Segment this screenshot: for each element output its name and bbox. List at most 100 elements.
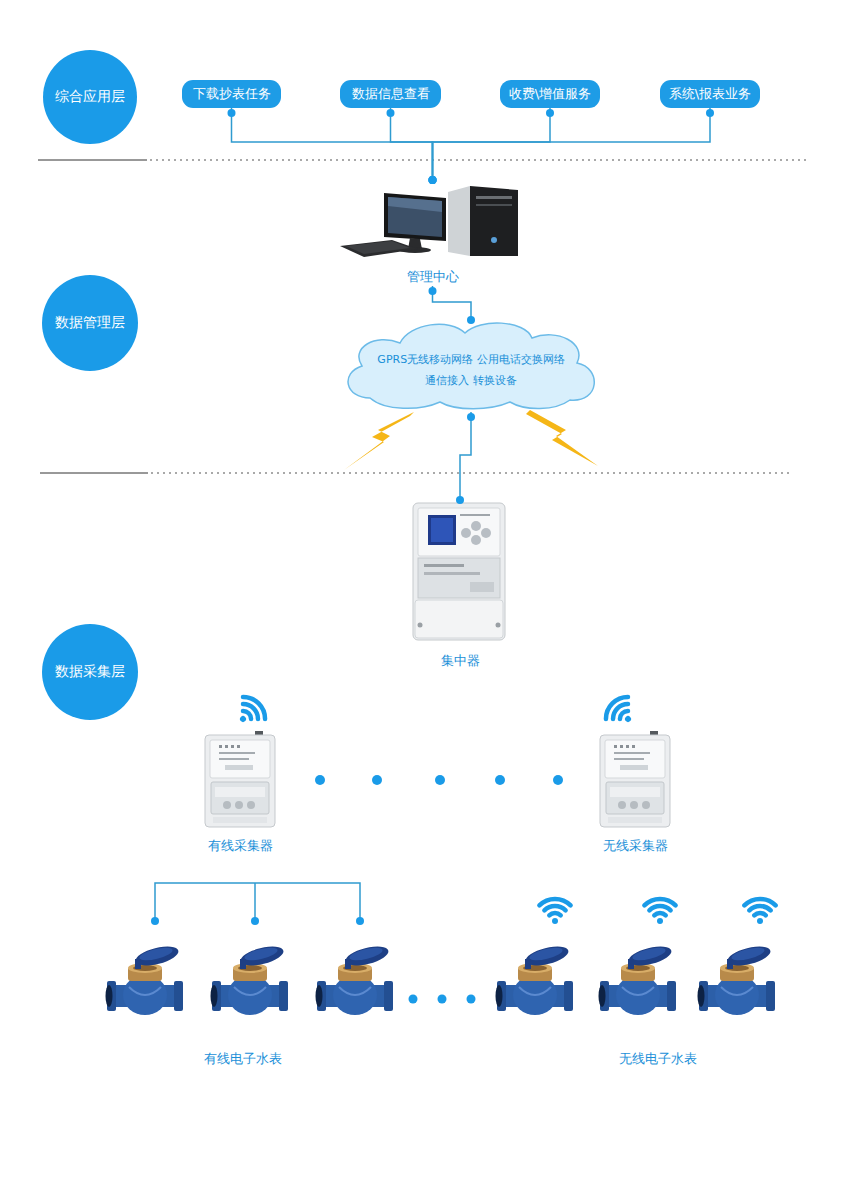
lightning-symbol bbox=[526, 410, 598, 466]
connector bbox=[429, 108, 555, 184]
layer-separator bbox=[151, 472, 790, 473]
function-pill: 收费\增值服务 bbox=[500, 80, 600, 108]
connector-line bbox=[433, 108, 551, 178]
wire-bracket bbox=[155, 883, 360, 920]
wire-bracket bbox=[151, 883, 364, 925]
layer-separator bbox=[38, 160, 147, 161]
network-cloud: GPRS无线移动网络 公用电话交换网络通信接入 转换设备 bbox=[340, 318, 602, 412]
concentrator-illustration bbox=[424, 572, 480, 575]
concentrator-illustration bbox=[418, 558, 500, 598]
collector-node: 有线采集器 bbox=[195, 730, 285, 855]
connector-dot bbox=[387, 109, 395, 117]
connector-dot bbox=[429, 176, 437, 184]
node-text: 数据信息查看 bbox=[352, 85, 430, 103]
cloud-text: GPRS无线移动网络 公用电话交换网络 bbox=[377, 349, 564, 370]
concentrator-illustration bbox=[481, 528, 491, 538]
layer-separator bbox=[38, 160, 810, 473]
concentrator-node: 集中器 bbox=[405, 498, 515, 670]
node-label: 集中器 bbox=[405, 652, 515, 670]
connector-line bbox=[433, 108, 711, 178]
computer-illustration bbox=[388, 197, 442, 212]
connector bbox=[429, 108, 715, 184]
computer-illustration bbox=[476, 204, 512, 206]
concentrator-illustration bbox=[428, 515, 456, 545]
node-label: 有线采集器 bbox=[195, 837, 285, 855]
function-pill: 系统\报表业务 bbox=[660, 80, 760, 108]
wifi-symbol bbox=[744, 899, 775, 924]
wire-bracket bbox=[356, 917, 364, 925]
ellipsis-dots bbox=[438, 995, 447, 1004]
computer-illustration bbox=[346, 241, 410, 254]
wifi-symbol bbox=[230, 692, 776, 924]
node-text: 数据管理层 bbox=[55, 314, 125, 332]
concentrator-illustration bbox=[413, 503, 505, 640]
computer-illustration bbox=[388, 197, 442, 237]
node-text: 下载抄表任务 bbox=[193, 85, 271, 103]
connector-dot bbox=[228, 109, 236, 117]
collector-node: 无线采集器 bbox=[590, 730, 680, 855]
node-text: 综合应用层 bbox=[55, 88, 125, 106]
node-text: 收费\增值服务 bbox=[509, 85, 591, 103]
wifi-symbol bbox=[601, 692, 641, 732]
connector-dot bbox=[429, 176, 437, 184]
connector-dot bbox=[467, 413, 475, 421]
wire-bracket bbox=[251, 917, 259, 925]
connector bbox=[228, 108, 437, 184]
function-pill: 下载抄表任务 bbox=[182, 80, 281, 108]
wire-bracket bbox=[151, 917, 159, 925]
computer-illustration bbox=[470, 186, 518, 256]
layer-separator bbox=[150, 159, 810, 160]
water-meter-illustration bbox=[698, 943, 776, 1015]
ellipsis-dots bbox=[495, 775, 505, 785]
ellipsis-dots bbox=[315, 775, 325, 785]
concentrator-illustration bbox=[415, 600, 503, 638]
connector-dot bbox=[429, 287, 437, 295]
connector-dot bbox=[429, 176, 437, 184]
water-meter-illustration bbox=[106, 943, 776, 1015]
computer-illustration bbox=[491, 237, 497, 243]
concentrator-illustration bbox=[471, 535, 481, 545]
computer-illustration bbox=[448, 186, 470, 256]
connector-line bbox=[460, 412, 471, 498]
computer-illustration bbox=[476, 196, 512, 199]
collector-illustration bbox=[205, 731, 275, 827]
collector-illustration bbox=[205, 731, 670, 827]
connector bbox=[456, 412, 475, 504]
water-meter-illustration bbox=[211, 943, 289, 1015]
concentrator-illustration bbox=[470, 582, 494, 592]
ellipsis-dots bbox=[553, 775, 563, 785]
concentrator-illustration bbox=[418, 623, 423, 628]
layer-separator bbox=[40, 473, 148, 474]
ellipsis-dots bbox=[467, 995, 476, 1004]
water-meter-illustration bbox=[496, 943, 574, 1015]
concentrator-illustration bbox=[424, 564, 464, 567]
wifi-symbol bbox=[539, 899, 570, 924]
ellipsis-dots bbox=[409, 995, 418, 1004]
connector-dot bbox=[706, 109, 714, 117]
ellipsis-dots bbox=[372, 775, 382, 785]
layer-circle: 数据管理层 bbox=[42, 275, 138, 371]
lightning-symbol bbox=[344, 412, 414, 470]
water-meter-illustration bbox=[599, 943, 677, 1015]
concentrator-illustration bbox=[471, 521, 481, 531]
connector-line bbox=[232, 108, 433, 178]
wifi-symbol bbox=[230, 692, 270, 732]
lightning-symbol bbox=[344, 410, 598, 470]
function-pill: 数据信息查看 bbox=[340, 80, 441, 108]
computer-illustration bbox=[340, 240, 418, 257]
node-text: 系统\报表业务 bbox=[669, 85, 751, 103]
connector-dot bbox=[467, 316, 475, 324]
concentrator-illustration bbox=[413, 503, 505, 640]
ellipsis-dots bbox=[435, 775, 445, 785]
connector-dot bbox=[429, 176, 437, 184]
concentrator-illustration bbox=[418, 508, 500, 556]
group-label: 有线电子水表 bbox=[204, 1050, 282, 1068]
computer-illustration bbox=[384, 193, 446, 241]
node-text: 数据采集层 bbox=[55, 663, 125, 681]
group-label: 无线电子水表 bbox=[619, 1050, 697, 1068]
node-label: 无线采集器 bbox=[590, 837, 680, 855]
connector bbox=[429, 286, 476, 324]
